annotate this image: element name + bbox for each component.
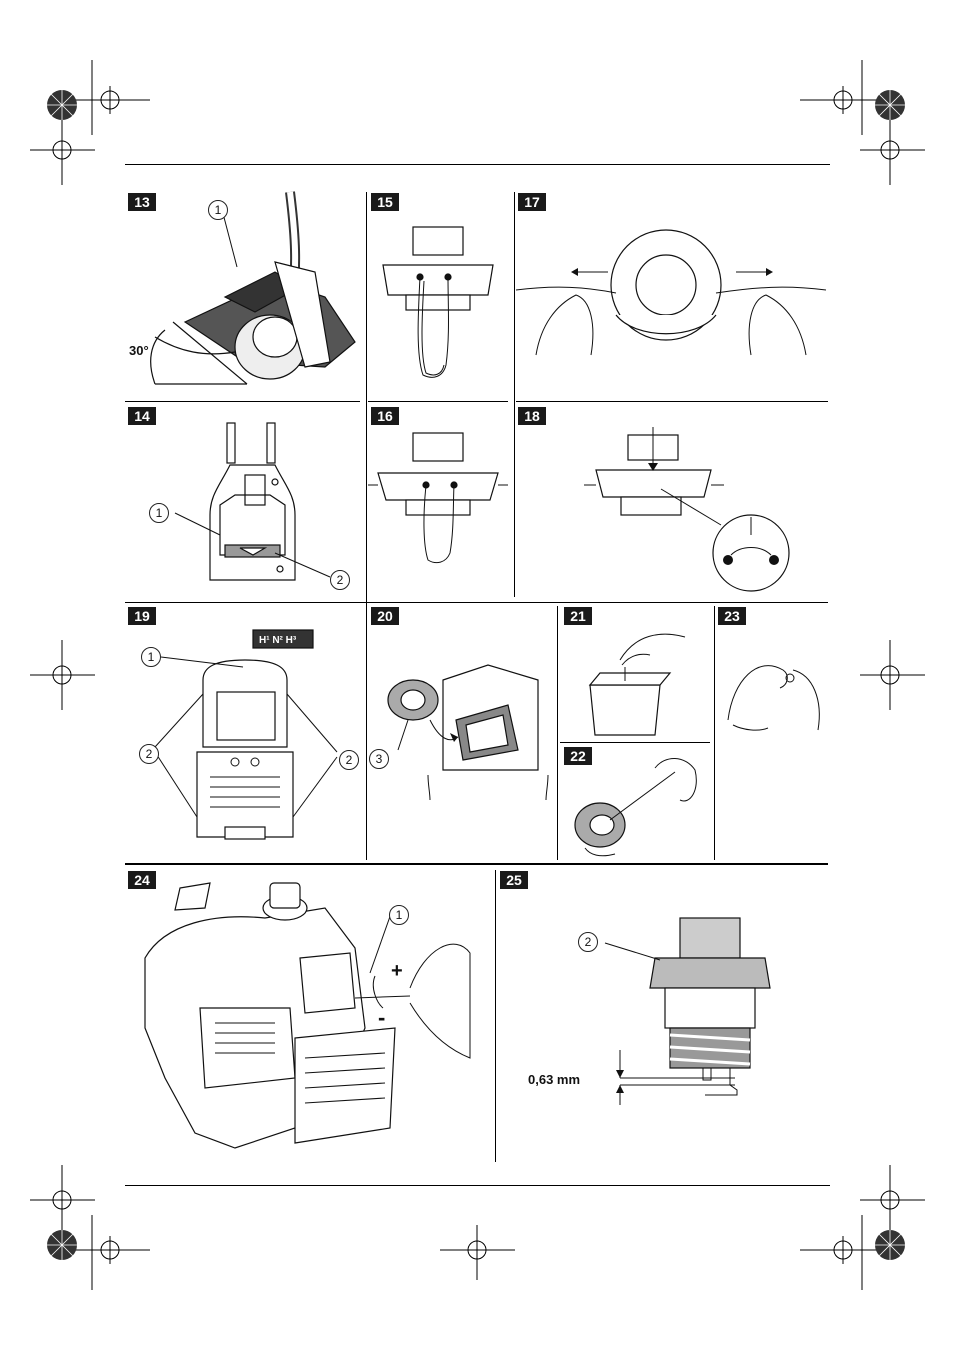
panel-number-21: 21 xyxy=(564,607,592,625)
panel-number-25: 25 xyxy=(500,871,528,889)
col-divider-1 xyxy=(366,192,367,860)
col-divider-2 xyxy=(514,192,515,597)
fig25-spark-plug-illustration xyxy=(604,917,771,1105)
row2-divider xyxy=(125,602,828,603)
panel-number-13: 13 xyxy=(128,193,156,211)
panel-number-23: 23 xyxy=(718,607,746,625)
fig18-spool-detail-illustration xyxy=(584,427,790,592)
fig20-callout-3: 3 xyxy=(369,749,389,769)
fig19-air-filter-cover-illustration: H¹ N² H³ xyxy=(154,629,338,840)
fig15-spool-head-illustration xyxy=(382,226,494,378)
fig14-guard-clip-illustration xyxy=(174,422,331,581)
fig19-callout-2-left: 2 xyxy=(139,744,159,764)
fig24-engine-carburetor-illustration xyxy=(144,882,471,1149)
col-divider-3 xyxy=(557,606,558,860)
fig17-winding-line-illustration xyxy=(515,229,827,356)
panel-number-24: 24 xyxy=(128,871,156,889)
panel-number-14: 14 xyxy=(128,407,156,425)
row1-divider xyxy=(125,401,360,402)
p21-p22-divider xyxy=(560,742,710,743)
panel-number-16: 16 xyxy=(371,407,399,425)
row1-divider-mid xyxy=(368,401,508,402)
fig23-hands-filter-illustration xyxy=(727,665,820,731)
fig14-callout-2: 2 xyxy=(330,570,350,590)
row1-divider-right xyxy=(516,401,828,402)
fig13-trimmer-guard-illustration xyxy=(150,191,356,385)
panel-number-20: 20 xyxy=(371,607,399,625)
fig19-callout-2-right: 2 xyxy=(339,750,359,770)
fig16-spool-head-illustration xyxy=(368,432,508,564)
bottom-rule xyxy=(125,1185,830,1186)
fig24-plus-sign: + xyxy=(391,960,403,982)
fig22-oiling-filter-illustration xyxy=(574,758,697,857)
fig21-cleaning-filter-illustration xyxy=(588,633,686,736)
fig25-gap-label: 0,63 mm xyxy=(528,1072,581,1087)
col-divider-4 xyxy=(714,606,715,860)
fig13-angle-label: 30° xyxy=(129,343,149,358)
fig25-callout-2: 2 xyxy=(578,932,598,952)
row3-divider xyxy=(125,863,828,865)
panel-number-22: 22 xyxy=(564,747,592,765)
panel-number-18: 18 xyxy=(518,407,546,425)
fig20-air-filter-illustration xyxy=(387,664,549,801)
fig24-minus-sign: - xyxy=(378,1005,386,1030)
fig24-callout-1: 1 xyxy=(389,905,409,925)
col-divider-5 xyxy=(495,870,496,1162)
panel-number-17: 17 xyxy=(518,193,546,211)
fig19-callout-1: 1 xyxy=(141,647,161,667)
fig13-callout-1: 1 xyxy=(208,200,228,220)
panel-number-19: 19 xyxy=(128,607,156,625)
fig19-choke-label: H¹ N² H³ xyxy=(259,635,297,646)
fig14-callout-1: 1 xyxy=(149,503,169,523)
top-rule xyxy=(125,164,830,165)
panel-number-15: 15 xyxy=(371,193,399,211)
